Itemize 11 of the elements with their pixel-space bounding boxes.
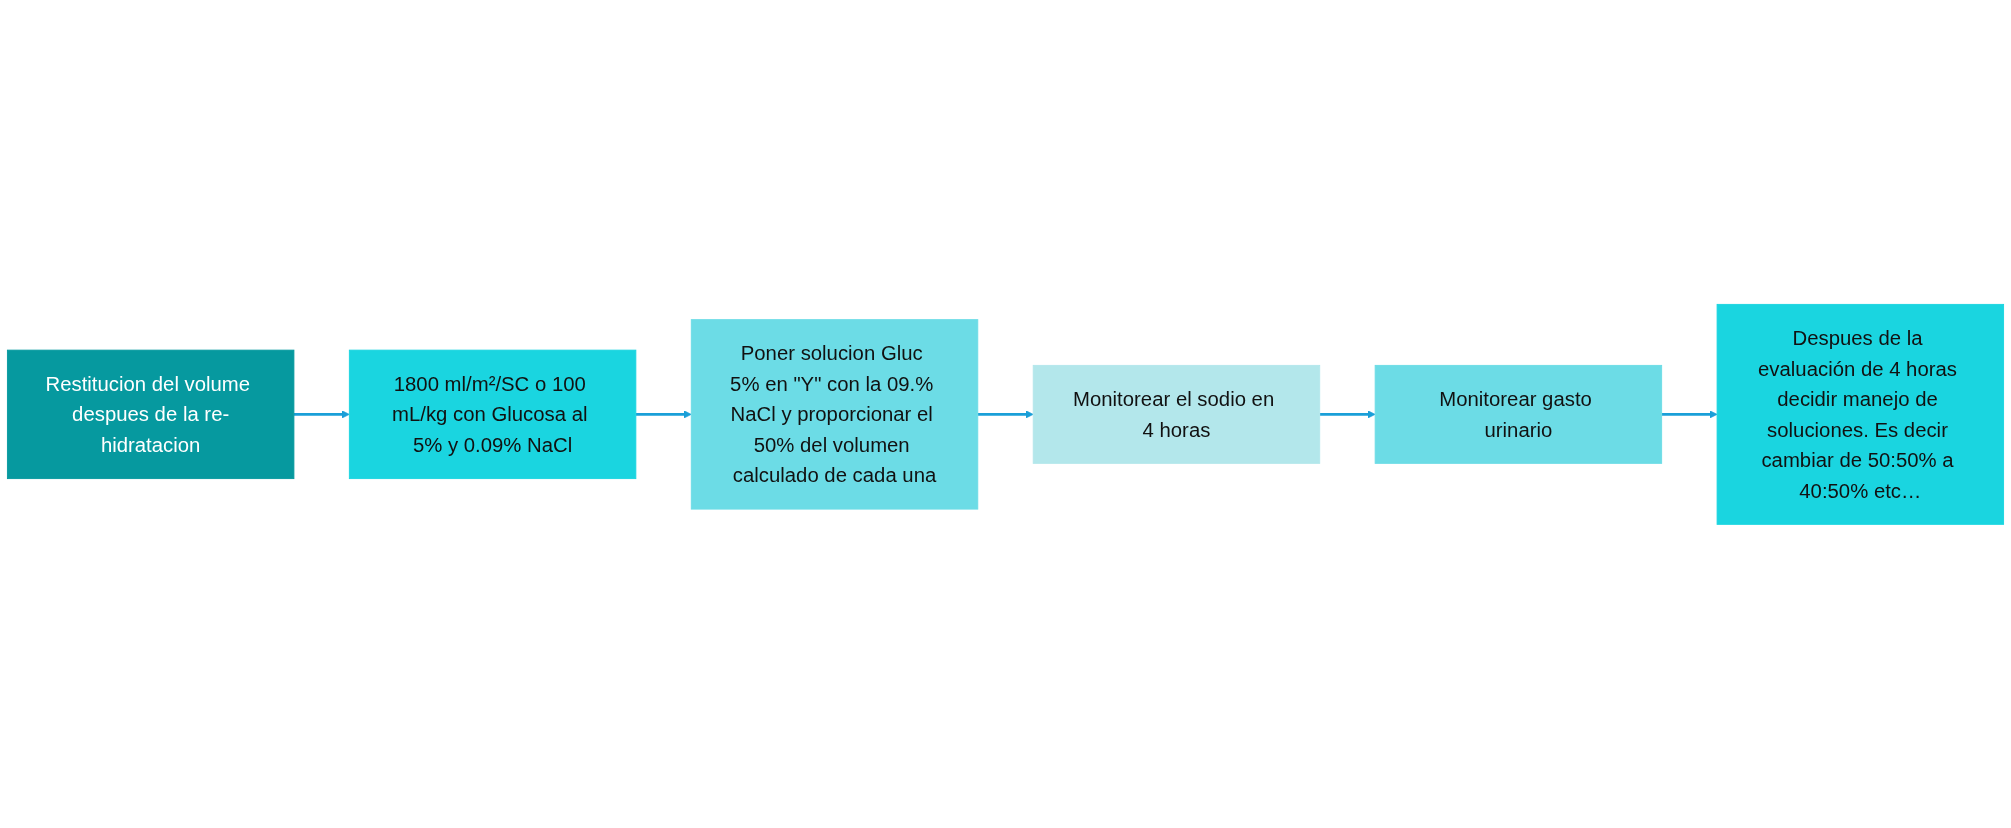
arrow [635, 409, 692, 419]
node-box: Restitucion del volume despues de la re-hidratacion [6, 349, 295, 479]
node-box: Despues de la evaluación de 4 horas decidir manejo de soluciones. Es decir cambiar de 50:50% a 40:50% etc… [1716, 303, 2005, 525]
arrow [1661, 409, 1718, 419]
node-box: 1800 ml/m²/SC o 100 mL/kg con Glucosa al 5% y 0.09% NaCl [348, 349, 637, 479]
node-box: Monitorear gasto urinario [1374, 364, 1663, 464]
arrow [977, 409, 1034, 419]
node-box: Monitorear el sodio en 4 horas [1032, 364, 1321, 464]
arrow [1319, 409, 1376, 419]
arrow [293, 409, 350, 419]
node-box: Poner solucion Gluc 5% en "Y" con la 09.% NaCl y proporcionar el 50% del volumen calculado de cada una [690, 318, 979, 510]
